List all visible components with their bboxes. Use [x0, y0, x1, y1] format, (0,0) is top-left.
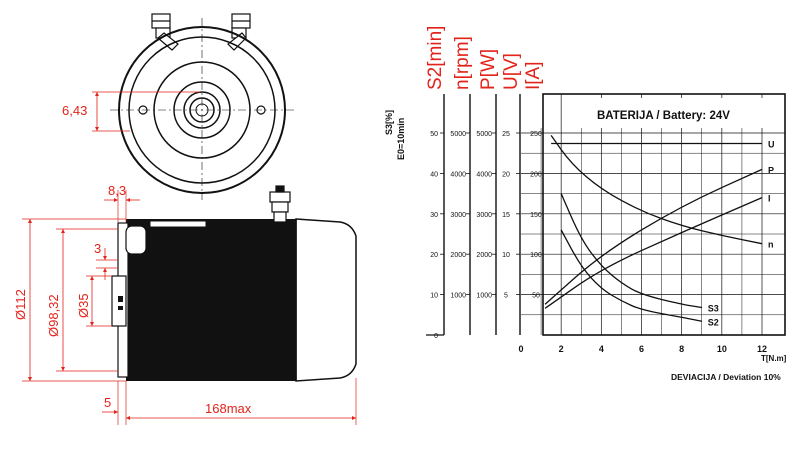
dim-5-label: 5 [104, 395, 111, 410]
dim-diameter-35-label: Ø35 [76, 293, 91, 318]
side-view: 8,3 3 Ø112 Ø98,32 Ø35 5 168max [13, 183, 357, 425]
header-i: I[A] [523, 61, 544, 90]
x-tick-label: 4 [599, 344, 604, 354]
dim-3-label: 3 [94, 241, 101, 256]
column-tick-label: 4000 [476, 171, 492, 178]
curve-n [550, 135, 763, 245]
x-tick-label: 6 [639, 344, 644, 354]
chart-grid [521, 94, 785, 335]
column-tick-label: 3000 [450, 212, 466, 219]
x-tick-label: 12 [757, 344, 767, 354]
column-tick-label: 20 [430, 252, 438, 259]
column-tick-label: 10 [430, 293, 438, 300]
header-u: U[V] [501, 53, 522, 90]
column-tick-label: 5 [504, 293, 508, 300]
axis-columns: 5040302010050004000300020001000500040003… [430, 131, 542, 340]
curve-label-i: I [768, 194, 771, 204]
column-tick-label: 25 [502, 131, 510, 138]
header-s2: S2[min] [425, 26, 446, 90]
header-n: n[rpm] [452, 36, 473, 90]
y-title-s3: S3[%] [384, 110, 394, 135]
dim-diameter-112-label: Ø112 [13, 289, 28, 320]
y-title-e0: E0=10min [396, 118, 406, 160]
column-tick-label: 1000 [450, 293, 466, 300]
side-terminal [269, 185, 291, 223]
column-tick-label: 4000 [450, 171, 466, 178]
column-tick-label: 40 [430, 171, 438, 178]
column-tick-label: 2000 [476, 252, 492, 259]
column-tick-label: 10 [502, 252, 510, 259]
current-tick-label: 250 [530, 131, 542, 138]
x-tick-label: 0 [518, 344, 523, 354]
dim-length-label: 168max [205, 401, 252, 416]
dim-offset-label: 6,43 [62, 103, 87, 118]
current-tick-label: 200 [530, 171, 542, 178]
curve-label-s2: S2 [708, 317, 719, 327]
curve-label-p: P [768, 165, 774, 175]
rotated-headers: S2[min] n[rpm] P[W] U[V] I[A] [425, 26, 544, 90]
column-tick-label: 2000 [450, 252, 466, 259]
x-tick-label: 10 [717, 344, 727, 354]
dim-8-3-label: 8,3 [108, 183, 126, 198]
curve-p [544, 168, 763, 305]
x-tick-label: 8 [679, 344, 684, 354]
dim-diameter-98-label: Ø98,32 [46, 294, 61, 337]
column-tick-label: 15 [502, 212, 510, 219]
front-view: 6,43 [62, 13, 295, 200]
header-p: P[W] [478, 49, 499, 90]
curve-s3 [560, 193, 702, 309]
curve-label-n: n [768, 240, 774, 250]
current-tick-label: 50 [532, 293, 540, 300]
column-tick-label: 5000 [450, 131, 466, 138]
column-tick-label: 20 [502, 171, 510, 178]
current-tick-label: 100 [530, 252, 542, 259]
column-tick-label: 3000 [476, 212, 492, 219]
x-axis-label: T[N.m] [761, 354, 787, 363]
battery-title: BATERIJA / Battery: 24V [597, 110, 730, 122]
deviation-footer: DEVIACIJA / Deviation 10% [671, 372, 781, 382]
curve-label-u: U [768, 140, 775, 150]
performance-chart: S2[min] n[rpm] P[W] U[V] I[A] S3[%] E0=1… [384, 26, 787, 382]
plot-frame [542, 93, 786, 336]
column-tick-label: 50 [430, 131, 438, 138]
current-tick-label: 150 [530, 212, 542, 219]
column-tick-label: 30 [430, 212, 438, 219]
x-ticks: 0 2 4 6 8 10 12 [518, 344, 767, 354]
x-tick-label: 2 [559, 344, 564, 354]
column-tick-label: 5000 [476, 131, 492, 138]
column-tick-label: 0 [434, 333, 438, 340]
curve-i [544, 197, 763, 309]
curve-label-s3: S3 [708, 304, 719, 314]
curve-s2 [560, 229, 702, 322]
column-tick-label: 1000 [476, 293, 492, 300]
